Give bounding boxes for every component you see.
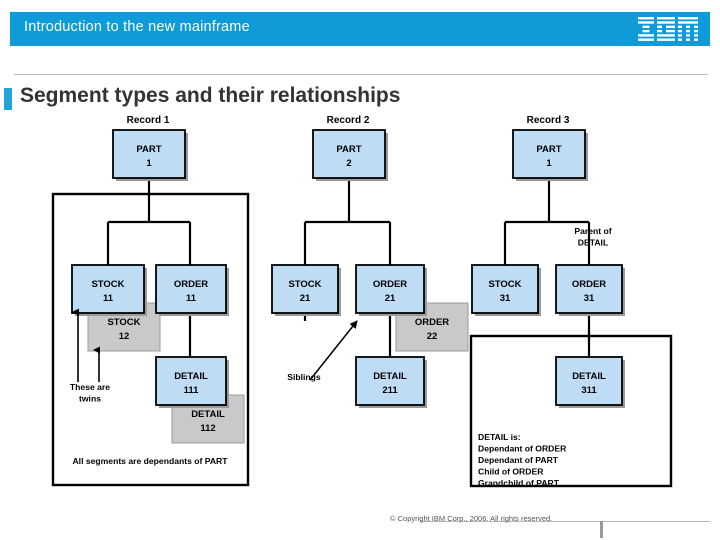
record-label-record-2: Record 2 bbox=[327, 115, 370, 126]
segment-box-order-21[interactable]: ORDER 21 bbox=[355, 264, 427, 316]
box-label-primary: PART bbox=[136, 144, 161, 155]
segment-box-stock-21[interactable]: STOCK 21 bbox=[271, 264, 341, 316]
box-body bbox=[112, 129, 186, 179]
page-title: Segment types and their relationships bbox=[20, 84, 401, 107]
header-bar bbox=[10, 12, 710, 46]
box-label-secondary: 11 bbox=[103, 293, 114, 304]
box-label-secondary: 22 bbox=[427, 331, 438, 342]
footer-tick bbox=[600, 521, 603, 538]
annotation-siblings: Siblings bbox=[287, 372, 321, 382]
box-label-primary: DETAIL bbox=[373, 371, 407, 382]
box-label-primary: PART bbox=[536, 144, 561, 155]
box-label-secondary: 112 bbox=[200, 423, 215, 434]
annotation-line: Siblings bbox=[287, 372, 321, 382]
segment-box-order-22[interactable]: ORDER 22 bbox=[395, 302, 469, 352]
box-body bbox=[355, 264, 425, 314]
title-accent-bar bbox=[4, 88, 12, 110]
box-body bbox=[555, 264, 623, 314]
annotation-line: twins bbox=[79, 394, 101, 404]
annotation-line: Parent of bbox=[574, 226, 611, 236]
segment-box-detail-211[interactable]: DETAIL 211 bbox=[355, 356, 427, 408]
box-label-primary: STOCK bbox=[107, 317, 140, 328]
record-labels: Record 1 Record 2 Record 3 bbox=[127, 115, 570, 126]
box-label-primary: ORDER bbox=[174, 279, 208, 290]
annotation-line: Dependant of ORDER bbox=[478, 444, 567, 454]
box-label-secondary: 21 bbox=[385, 293, 396, 304]
box-label-secondary: 1 bbox=[146, 158, 152, 169]
twin-arrows bbox=[72, 308, 100, 382]
box-body bbox=[155, 264, 227, 314]
box-label-primary: STOCK bbox=[91, 279, 124, 290]
segment-box-part-2[interactable]: PART 2 bbox=[312, 129, 388, 181]
segment-box-order-31[interactable]: ORDER 31 bbox=[555, 264, 625, 316]
annotation-line: Child of ORDER bbox=[478, 467, 544, 477]
frame-record-3 bbox=[469, 334, 673, 488]
annotation-all-segments-note: All segments are dependants of PART bbox=[72, 456, 228, 466]
box-label-secondary: 11 bbox=[186, 293, 197, 304]
annotation-line: Grandchild of PART bbox=[478, 478, 560, 488]
segment-box-part-1[interactable]: PART 1 bbox=[112, 129, 188, 181]
box-label-primary: PART bbox=[336, 144, 361, 155]
box-body bbox=[71, 264, 145, 314]
box-label-primary: STOCK bbox=[288, 279, 321, 290]
box-label-secondary: 111 bbox=[184, 385, 200, 396]
box-label-primary: ORDER bbox=[572, 279, 606, 290]
box-body bbox=[471, 264, 539, 314]
segment-box-part-3[interactable]: PART 1 bbox=[512, 129, 588, 181]
record-label-record-1: Record 1 bbox=[127, 115, 170, 126]
siblings-arrow bbox=[309, 320, 358, 381]
box-label-secondary: 21 bbox=[300, 293, 311, 304]
box-body bbox=[312, 129, 386, 179]
record-label-record-3: Record 3 bbox=[527, 115, 570, 126]
copyright-text: © Copyright IBM Corp., 2006. All rights … bbox=[390, 514, 553, 523]
box-label-primary: DETAIL bbox=[174, 371, 208, 382]
header-divider bbox=[14, 74, 708, 75]
box-label-secondary: 31 bbox=[584, 293, 595, 304]
annotation-these-are-twins: These are twins bbox=[70, 382, 110, 404]
segment-box-stock-31[interactable]: STOCK 31 bbox=[471, 264, 541, 316]
box-label-primary: STOCK bbox=[488, 279, 521, 290]
box-label-secondary: 1 bbox=[546, 158, 552, 169]
annotation-line: DETAIL is: bbox=[478, 432, 521, 442]
footer-divider bbox=[420, 521, 710, 522]
box-body bbox=[355, 356, 425, 406]
frame-record-1 bbox=[51, 192, 250, 487]
primary-boxes: PART1PART2PART1STOCK11ORDER11DETAIL111ST… bbox=[71, 129, 625, 408]
box-label-primary: ORDER bbox=[415, 317, 449, 328]
box-label-secondary: 31 bbox=[500, 293, 511, 304]
connectors-record-2 bbox=[303, 178, 392, 357]
segment-box-stock-11[interactable]: STOCK 11 bbox=[71, 264, 147, 316]
annotation-line: DETAIL bbox=[578, 238, 608, 248]
connectors-record-1 bbox=[106, 178, 192, 357]
box-body bbox=[271, 264, 339, 314]
annotation-line: Dependant of PART bbox=[478, 455, 559, 465]
box-label-secondary: 211 bbox=[382, 385, 398, 396]
box-label-primary: DETAIL bbox=[191, 409, 225, 420]
box-label-secondary: 12 bbox=[119, 331, 130, 342]
box-body bbox=[555, 356, 623, 406]
box-label-primary: DETAIL bbox=[572, 371, 606, 382]
connectors-record-3 bbox=[503, 178, 591, 357]
segment-box-detail-111[interactable]: DETAIL 111 bbox=[155, 356, 229, 408]
box-label-primary: ORDER bbox=[373, 279, 407, 290]
box-body bbox=[155, 356, 227, 406]
box-label-secondary: 2 bbox=[346, 158, 351, 169]
box-body bbox=[512, 129, 586, 179]
annotation-line: These are bbox=[70, 382, 110, 392]
ibm-logo bbox=[638, 17, 698, 41]
annotation-parent-of-detail: Parent of DETAIL bbox=[574, 226, 611, 248]
annotation-line: All segments are dependants of PART bbox=[72, 456, 228, 466]
annotations: Parent of DETAIL These are twins SiblingsAll… bbox=[70, 226, 612, 488]
segment-box-order-11[interactable]: ORDER 11 bbox=[155, 264, 229, 316]
segment-box-detail-311[interactable]: DETAIL 311 bbox=[555, 356, 625, 408]
box-label-secondary: 311 bbox=[581, 385, 597, 396]
header-title: Introduction to the new mainframe bbox=[24, 19, 250, 35]
